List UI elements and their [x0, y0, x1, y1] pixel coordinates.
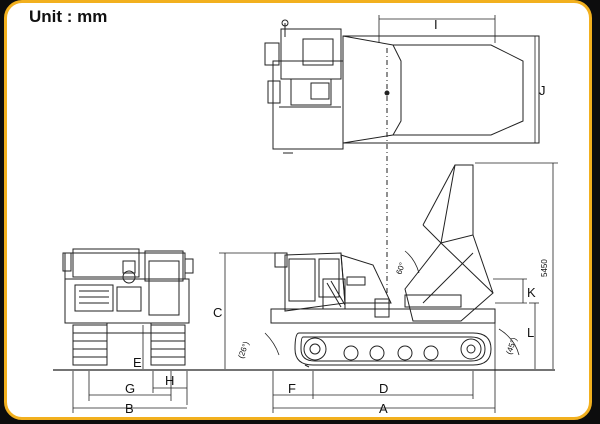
angle-departure: (45°): [504, 336, 519, 356]
unit-label: Unit : mm: [29, 7, 108, 26]
drawing-frame: Unit : mm: [4, 0, 592, 420]
idler-wheel: [460, 338, 482, 360]
drive-sprocket: [303, 337, 327, 361]
side-crawler-track: [294, 332, 492, 366]
label-G: G: [125, 381, 135, 396]
front-left-track: [72, 324, 108, 366]
technical-drawing: I J 5450 K L C E H G B F D A (26°) 60° (…: [53, 15, 558, 416]
label-F: F: [288, 381, 296, 396]
label-E: E: [133, 355, 142, 370]
label-K: K: [527, 285, 536, 300]
value-5450: 5450: [540, 259, 549, 277]
front-right-track: [150, 324, 186, 366]
label-I: I: [434, 17, 438, 32]
top-view-bed-inner: [392, 44, 524, 136]
label-A: A: [379, 401, 388, 416]
label-D: D: [379, 381, 388, 396]
dimension-lines: [72, 15, 558, 413]
angle-dump: 60°: [394, 261, 407, 275]
label-B: B: [125, 401, 134, 416]
top-view: [264, 19, 540, 154]
label-C: C: [213, 305, 222, 320]
top-view-dump-bed: [342, 35, 540, 144]
label-L: L: [527, 325, 534, 340]
label-J: J: [539, 83, 546, 98]
top-view-engine-block: [280, 28, 342, 80]
side-dump-bed: [404, 242, 494, 322]
side-view: [270, 164, 496, 368]
label-H: H: [165, 373, 174, 388]
angle-approach: (26°): [236, 340, 251, 360]
front-view: [62, 248, 194, 366]
